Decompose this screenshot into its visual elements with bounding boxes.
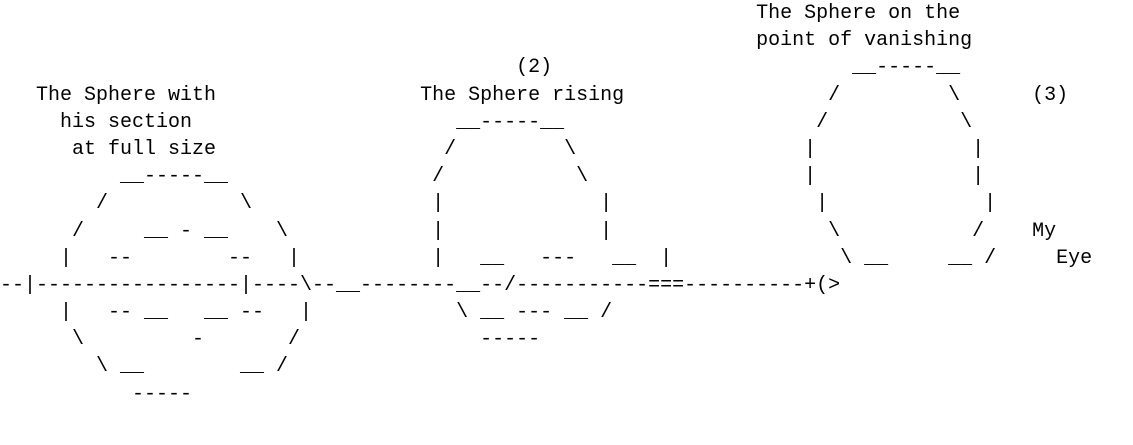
diagram-line: point of vanishing <box>0 29 973 53</box>
diagram-line: ----- <box>0 382 193 406</box>
diagram-line: | -- -- | | __ --- __ | \ __ __ / Eye <box>0 246 1093 270</box>
sphere-ascii-diagram: The Sphere on the point of vanishing (2)… <box>0 2 1093 406</box>
diagram-line: \ __ __ / <box>0 355 289 379</box>
diagram-line: \ - / ----- <box>0 328 541 352</box>
diagram-line: at full size / \ | | <box>0 137 985 161</box>
diagram-line: / \ | | | | <box>0 192 997 216</box>
diagram-line: The Sphere with The Sphere rising / \ (3… <box>0 83 1069 107</box>
diagram-line: | -- __ __ -- | \ __ --- __ / <box>0 301 613 325</box>
diagram-line: / __ - __ \ | | \ / My <box>0 219 1057 243</box>
diagram-line: his section __-----__ / \ <box>0 110 973 134</box>
diagram-line: __-----__ / \ | | <box>0 165 985 189</box>
diagram-line: The Sphere on the <box>0 2 961 25</box>
diagram-line: --|-----------------|----\--__--------__… <box>0 273 841 297</box>
diagram-line: (2) __-----__ <box>0 56 961 80</box>
